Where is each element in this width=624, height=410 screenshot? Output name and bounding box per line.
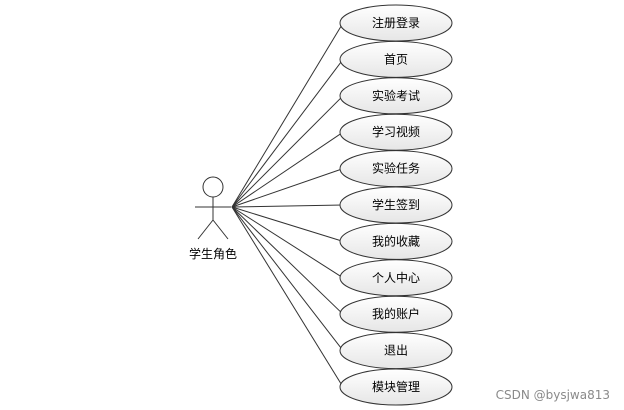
use-case: 模块管理	[339, 368, 453, 406]
association-line	[231, 95, 344, 208]
association-line	[231, 206, 344, 388]
use-case: 学习视频	[339, 113, 453, 151]
use-case-label: 注册登录	[372, 15, 420, 30]
use-case-label: 个人中心	[372, 270, 420, 285]
association-line	[231, 59, 344, 208]
use-case-label: 首页	[384, 52, 408, 66]
use-case: 我的收藏	[339, 222, 453, 260]
use-case: 退出	[339, 332, 453, 370]
use-case: 首页	[339, 40, 453, 78]
use-case-label: 我的账户	[372, 306, 420, 321]
use-case: 实验任务	[339, 150, 453, 188]
association-line	[231, 206, 344, 242]
association-line	[231, 131, 344, 208]
use-case-label: 实验考试	[372, 88, 420, 103]
actor-name: 学生角色	[189, 246, 237, 261]
use-case-label: 模块管理	[372, 379, 420, 394]
use-case: 实验考试	[339, 77, 453, 115]
association-line	[231, 204, 344, 208]
association-line	[231, 22, 344, 208]
stick-figure-icon	[195, 176, 231, 240]
use-case: 学生签到	[339, 186, 453, 224]
association-line	[231, 168, 344, 208]
use-case: 注册登录	[339, 4, 453, 42]
use-case-label: 实验任务	[372, 161, 420, 176]
use-case-label: 我的收藏	[372, 233, 420, 248]
use-case: 我的账户	[339, 295, 453, 333]
association-lines	[231, 22, 344, 388]
association-line	[231, 206, 344, 351]
use-case-ellipse	[339, 368, 453, 406]
association-line	[231, 206, 344, 279]
use-case-label: 学习视频	[372, 124, 420, 139]
use-case-label: 退出	[384, 344, 408, 358]
use-case-label: 学生签到	[372, 197, 420, 212]
watermark: CSDN @bysjwa813	[495, 388, 610, 402]
association-line	[231, 206, 344, 315]
actor: 学生角色	[189, 176, 237, 261]
use-case: 个人中心	[339, 259, 453, 297]
